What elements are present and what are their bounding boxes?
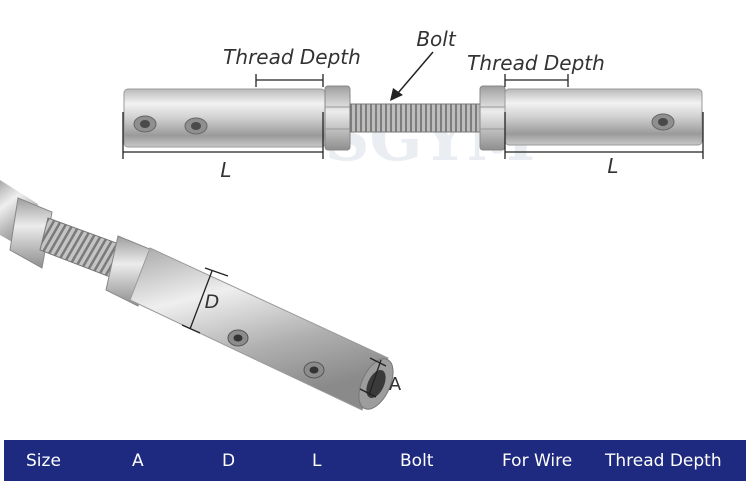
label-bolt: Bolt [416, 27, 457, 51]
label-thread-depth-left: Thread Depth [223, 45, 361, 69]
top-assembly [123, 85, 703, 151]
product-diagram: SGYM [0, 27, 704, 411]
col-header-size: Size [26, 450, 61, 471]
left-barrel [124, 89, 325, 147]
left-nut [324, 85, 351, 151]
col-header-d: D [222, 450, 236, 471]
right-nut [479, 85, 506, 151]
spec-table-header: Size A D L Bolt For Wire Thread Depth [4, 440, 746, 481]
bore-hole [366, 369, 386, 399]
col-header-a: A [132, 450, 144, 471]
bolt-arrow [390, 51, 434, 101]
col-header-bolt: Bolt [400, 450, 434, 471]
right-barrel [505, 89, 702, 145]
col-header-for-wire: For Wire [502, 450, 573, 471]
label-length-left: L [220, 158, 231, 182]
dimension-lines-closeup [181, 267, 387, 398]
threaded-bolt [349, 103, 481, 133]
dimension-lines-top [122, 74, 704, 159]
label-length-right: L [607, 154, 618, 178]
label-thread-depth-right: Thread Depth [467, 51, 605, 75]
label-diameter: D [205, 291, 220, 313]
col-header-l: L [312, 450, 322, 471]
label-inner-diameter: A [389, 374, 402, 395]
col-header-thread-depth: Thread Depth [605, 450, 722, 471]
closeup-assembly [0, 180, 394, 411]
